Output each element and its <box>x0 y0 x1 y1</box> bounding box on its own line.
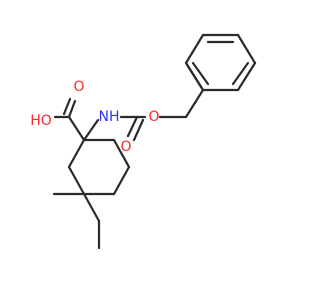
benzene-ring <box>184 33 257 92</box>
acid-c-bond <box>67 115 86 142</box>
carboxyl-o-label: O <box>73 79 84 95</box>
cyclohexane-ring <box>67 138 131 196</box>
acid-carbonyl-bond-b <box>62 97 72 116</box>
ester-o-label: O <box>148 109 159 125</box>
amide-nh-label: NH <box>99 109 120 125</box>
structure-diagram: HO O NH O O <box>30 33 257 250</box>
carbamate-o-label: O <box>120 139 131 155</box>
benzyl-ring-bond <box>184 61 205 92</box>
nh-quaternary-bond <box>82 118 100 142</box>
molecule-drawing: HO O NH O O <box>30 33 257 250</box>
acid-carbonyl-bond-a <box>67 99 77 119</box>
carboxyl-oh-label: HO <box>30 113 52 129</box>
benzyl-ch2-bond <box>184 88 205 119</box>
carbamate-carbonyl-bond-a <box>126 115 139 138</box>
carbamate-carbonyl-bond-b <box>132 118 145 142</box>
methyl-bond-4 <box>82 192 101 223</box>
